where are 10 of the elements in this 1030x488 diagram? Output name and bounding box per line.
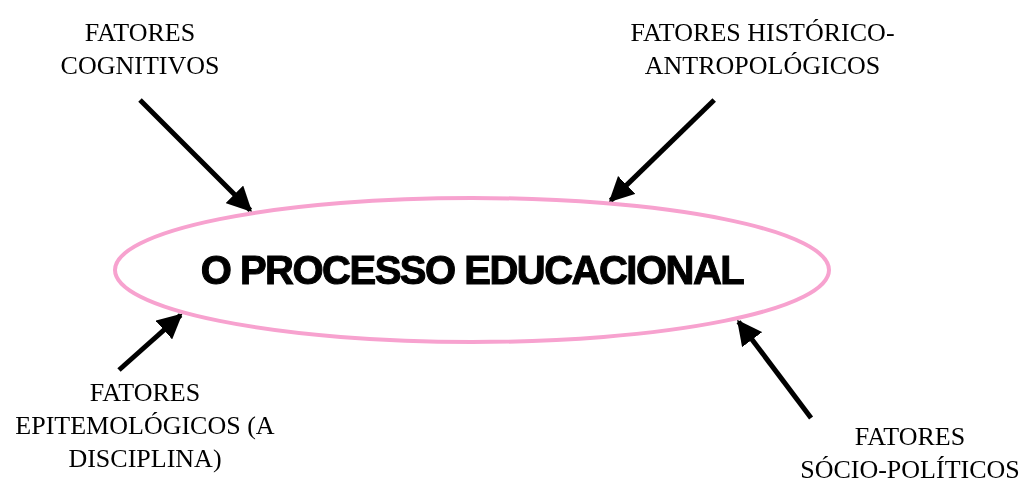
factor-label: FATORES SÓCIO-POLÍTICOS [799, 421, 1021, 486]
ellipse-node [112, 195, 832, 345]
factor-label: FATORES HISTÓRICO-ANTROPOLÓGICOS [629, 17, 896, 82]
arrow [736, 319, 814, 420]
arrow [138, 98, 253, 213]
title-text: O PROCESSO EDUCACIONAL [199, 247, 745, 293]
factor-label: FATORES EPITEMOLÓGICOS (A DISCIPLINA) [15, 377, 275, 475]
factor-label: FATORES COGNITIVOS [59, 17, 221, 82]
arrow [117, 313, 183, 372]
arrow [608, 98, 716, 203]
